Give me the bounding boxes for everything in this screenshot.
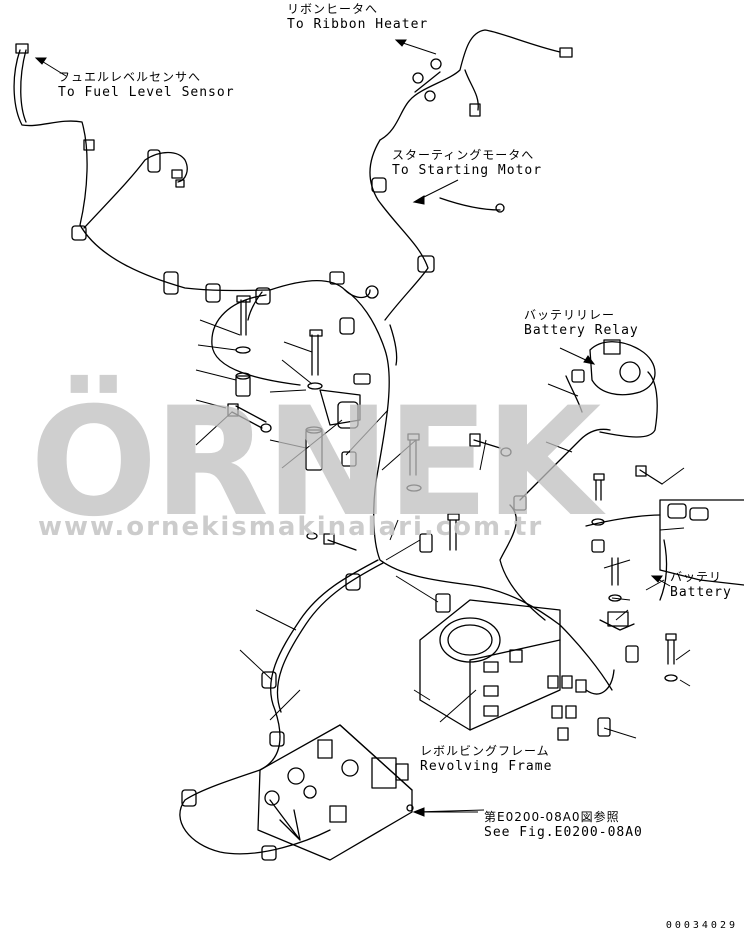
label-revolving-frame: レボルビングフレーム Revolving Frame (420, 744, 552, 774)
ribbon-heater-harness (369, 29, 561, 321)
label-revolving-frame-jp: レボルビングフレーム (420, 744, 550, 758)
battery (585, 499, 744, 601)
drawing-code: 00034029 (665, 920, 738, 931)
label-starting-motor: スターティングモータへ To Starting Motor (392, 148, 542, 178)
label-ribbon-heater-en: To Ribbon Heater (287, 17, 429, 32)
label-fuel-level-sensor: フュエルレベルセンサへ To Fuel Level Sensor (58, 70, 235, 100)
label-revolving-frame-en: Revolving Frame (420, 759, 553, 774)
fuel-sensor-harness (13, 49, 271, 292)
label-battery-relay-en: Battery Relay (524, 323, 639, 338)
label-starting-motor-en: To Starting Motor (392, 163, 543, 178)
label-battery-jp: バッテリ (670, 570, 723, 584)
main-harness-trunk (269, 279, 613, 691)
label-battery: バッテリ Battery (670, 570, 732, 600)
label-ribbon-heater-jp: リボンヒータへ (287, 2, 379, 16)
label-battery-en: Battery (670, 585, 732, 600)
label-fuel-level-sensor-en: To Fuel Level Sensor (58, 85, 235, 100)
label-battery-relay: バッテリリレー Battery Relay (524, 308, 639, 338)
label-starting-motor-jp: スターティングモータへ (392, 148, 535, 162)
battery-relay (565, 339, 658, 438)
label-see-fig-jp: 第E0200-08A0図参照 (484, 810, 620, 824)
revolving-frame (419, 599, 561, 731)
relay-box (257, 724, 414, 861)
label-see-fig: 第E0200-08A0図参照 See Fig.E0200-08A0 (484, 810, 643, 840)
label-fuel-level-sensor-jp: フュエルレベルセンサへ (58, 70, 202, 84)
label-see-fig-en: See Fig.E0200-08A0 (484, 825, 643, 840)
label-ribbon-heater: リボンヒータへ To Ribbon Heater (287, 2, 428, 32)
label-battery-relay-jp: バッテリリレー (524, 308, 616, 322)
